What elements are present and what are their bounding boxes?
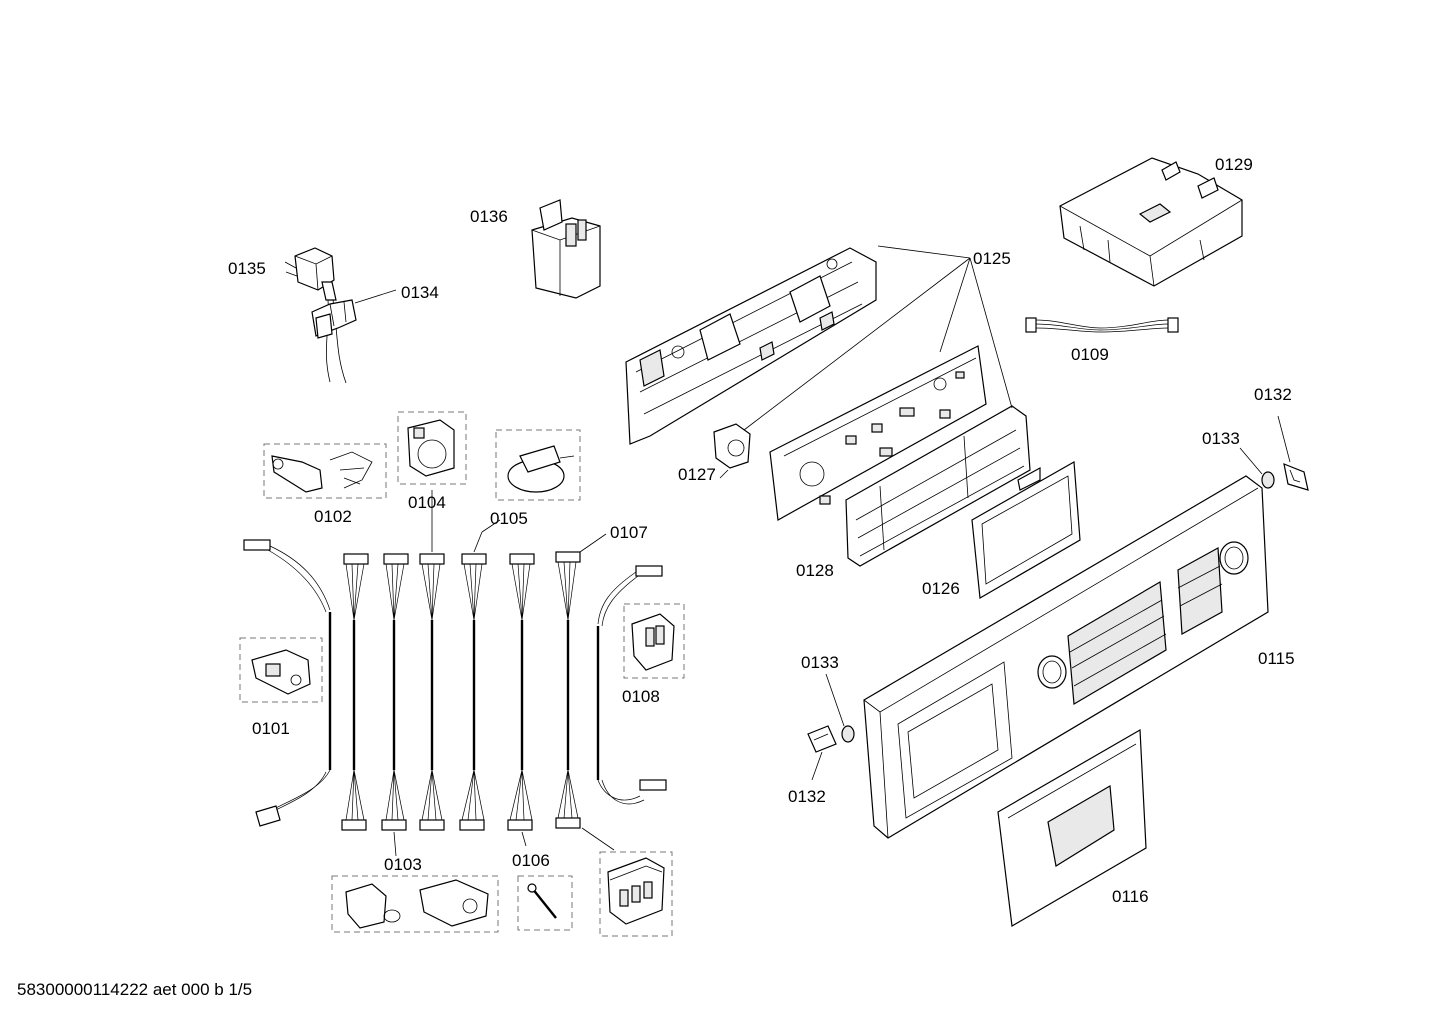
label-0135: 0135: [228, 259, 266, 278]
document-code: 58300000114222 aet 000 b 1/5: [17, 980, 253, 999]
control-module-frame-0125[interactable]: [625, 247, 877, 445]
ring-0133-right[interactable]: [1239, 447, 1275, 489]
cable-0109[interactable]: [1025, 317, 1179, 333]
part-0102-box[interactable]: [263, 443, 387, 499]
label-0115: 0115: [1258, 649, 1295, 668]
label-0116: 0116: [1112, 887, 1149, 906]
part-0104-box[interactable]: [397, 411, 467, 485]
label-0126: 0126: [922, 579, 960, 598]
module-cover-0129[interactable]: [1059, 157, 1243, 287]
part-0101-box[interactable]: [239, 637, 323, 703]
light-guide-0128[interactable]: [845, 405, 1031, 567]
part-0103-box[interactable]: [331, 875, 499, 933]
label-0108: 0108: [622, 687, 660, 706]
label-0101: 0101: [252, 719, 290, 738]
label-0109: 0109: [1071, 345, 1109, 364]
label-0104: 0104: [408, 493, 446, 512]
label-0129: 0129: [1215, 155, 1253, 174]
label-0133-right: 0133: [1202, 429, 1240, 448]
label-0132-left: 0132: [788, 787, 826, 806]
part-0108-box[interactable]: [623, 603, 685, 679]
control-panel-0115[interactable]: [863, 475, 1269, 839]
circuit-board-0125[interactable]: [769, 345, 987, 521]
cable-clip-0134[interactable]: [311, 289, 397, 339]
leader-lines-0125: [743, 245, 1013, 431]
part-0105-box[interactable]: [495, 429, 581, 501]
leader-lines-harness: [393, 490, 615, 857]
ring-0133-left[interactable]: [825, 673, 855, 743]
label-0107: 0107: [610, 523, 648, 542]
label-0106: 0106: [512, 851, 550, 870]
label-0133-left: 0133: [801, 653, 839, 672]
dispenser-handle-0116[interactable]: [997, 728, 1147, 927]
harnesses-straight[interactable]: [341, 551, 581, 831]
rotary-switch-0127[interactable]: [713, 423, 751, 479]
harness-0107-right[interactable]: [596, 565, 667, 805]
label-0127: 0127: [678, 465, 716, 484]
harness-0101[interactable]: [243, 539, 332, 827]
display-window-0126[interactable]: [971, 461, 1081, 599]
label-0136: 0136: [470, 207, 508, 226]
label-0102: 0102: [314, 507, 352, 526]
label-0103: 0103: [384, 855, 422, 874]
label-0105: 0105: [490, 509, 528, 528]
label-0134: 0134: [401, 283, 439, 302]
bracket-0132-right[interactable]: [1277, 415, 1309, 491]
label-0128: 0128: [796, 561, 834, 580]
power-plug-0135[interactable]: [284, 247, 347, 384]
label-0132-right: 0132: [1254, 385, 1292, 404]
part-0107-box[interactable]: [599, 851, 673, 937]
bracket-0132-left[interactable]: [807, 725, 837, 781]
part-0106-box[interactable]: [517, 875, 573, 931]
label-0125: 0125: [973, 249, 1011, 268]
suppressor-filter-0136[interactable]: [531, 199, 601, 299]
